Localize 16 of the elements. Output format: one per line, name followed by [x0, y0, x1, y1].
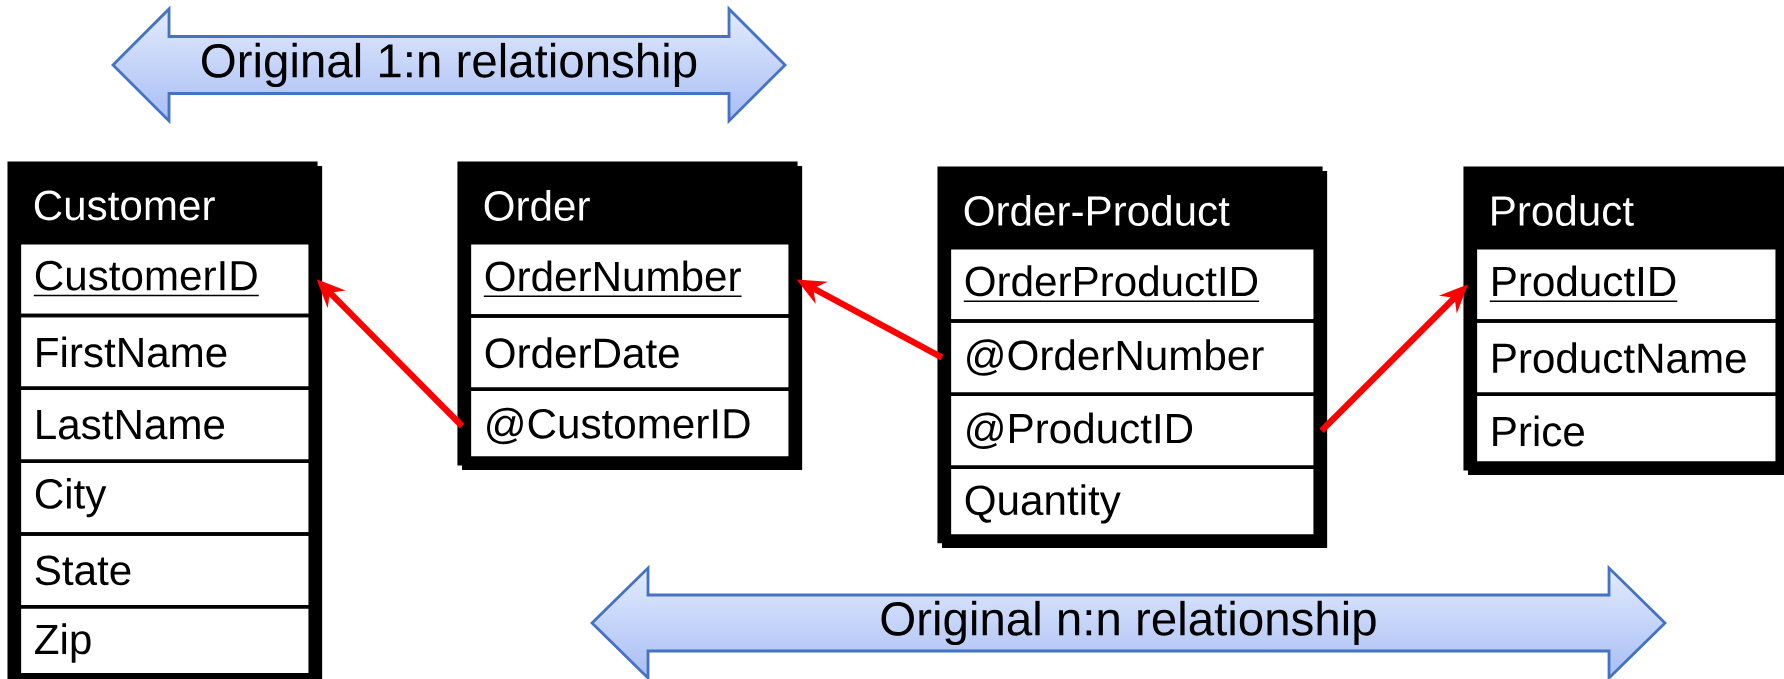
- table-row: Zip: [12, 605, 317, 679]
- table-row: @ProductID: [942, 392, 1322, 470]
- table-row: Quantity: [942, 465, 1322, 543]
- table-row: City: [12, 459, 317, 536]
- table-row: OrderDate: [462, 314, 797, 392]
- table-row: ProductID: [1468, 246, 1784, 323]
- table-row: @OrderNumber: [942, 319, 1322, 396]
- table-row: State: [12, 532, 317, 609]
- table-row: CustomerID: [12, 241, 317, 318]
- table-row: Price: [1468, 392, 1784, 470]
- table-row: OrderProductID: [942, 246, 1322, 323]
- table-row: LastName: [12, 386, 317, 463]
- table-row: @CustomerID: [462, 387, 797, 465]
- table-row: ProductName: [1468, 319, 1784, 397]
- table-row: FirstName: [12, 313, 317, 391]
- table-row: OrderNumber: [462, 241, 797, 318]
